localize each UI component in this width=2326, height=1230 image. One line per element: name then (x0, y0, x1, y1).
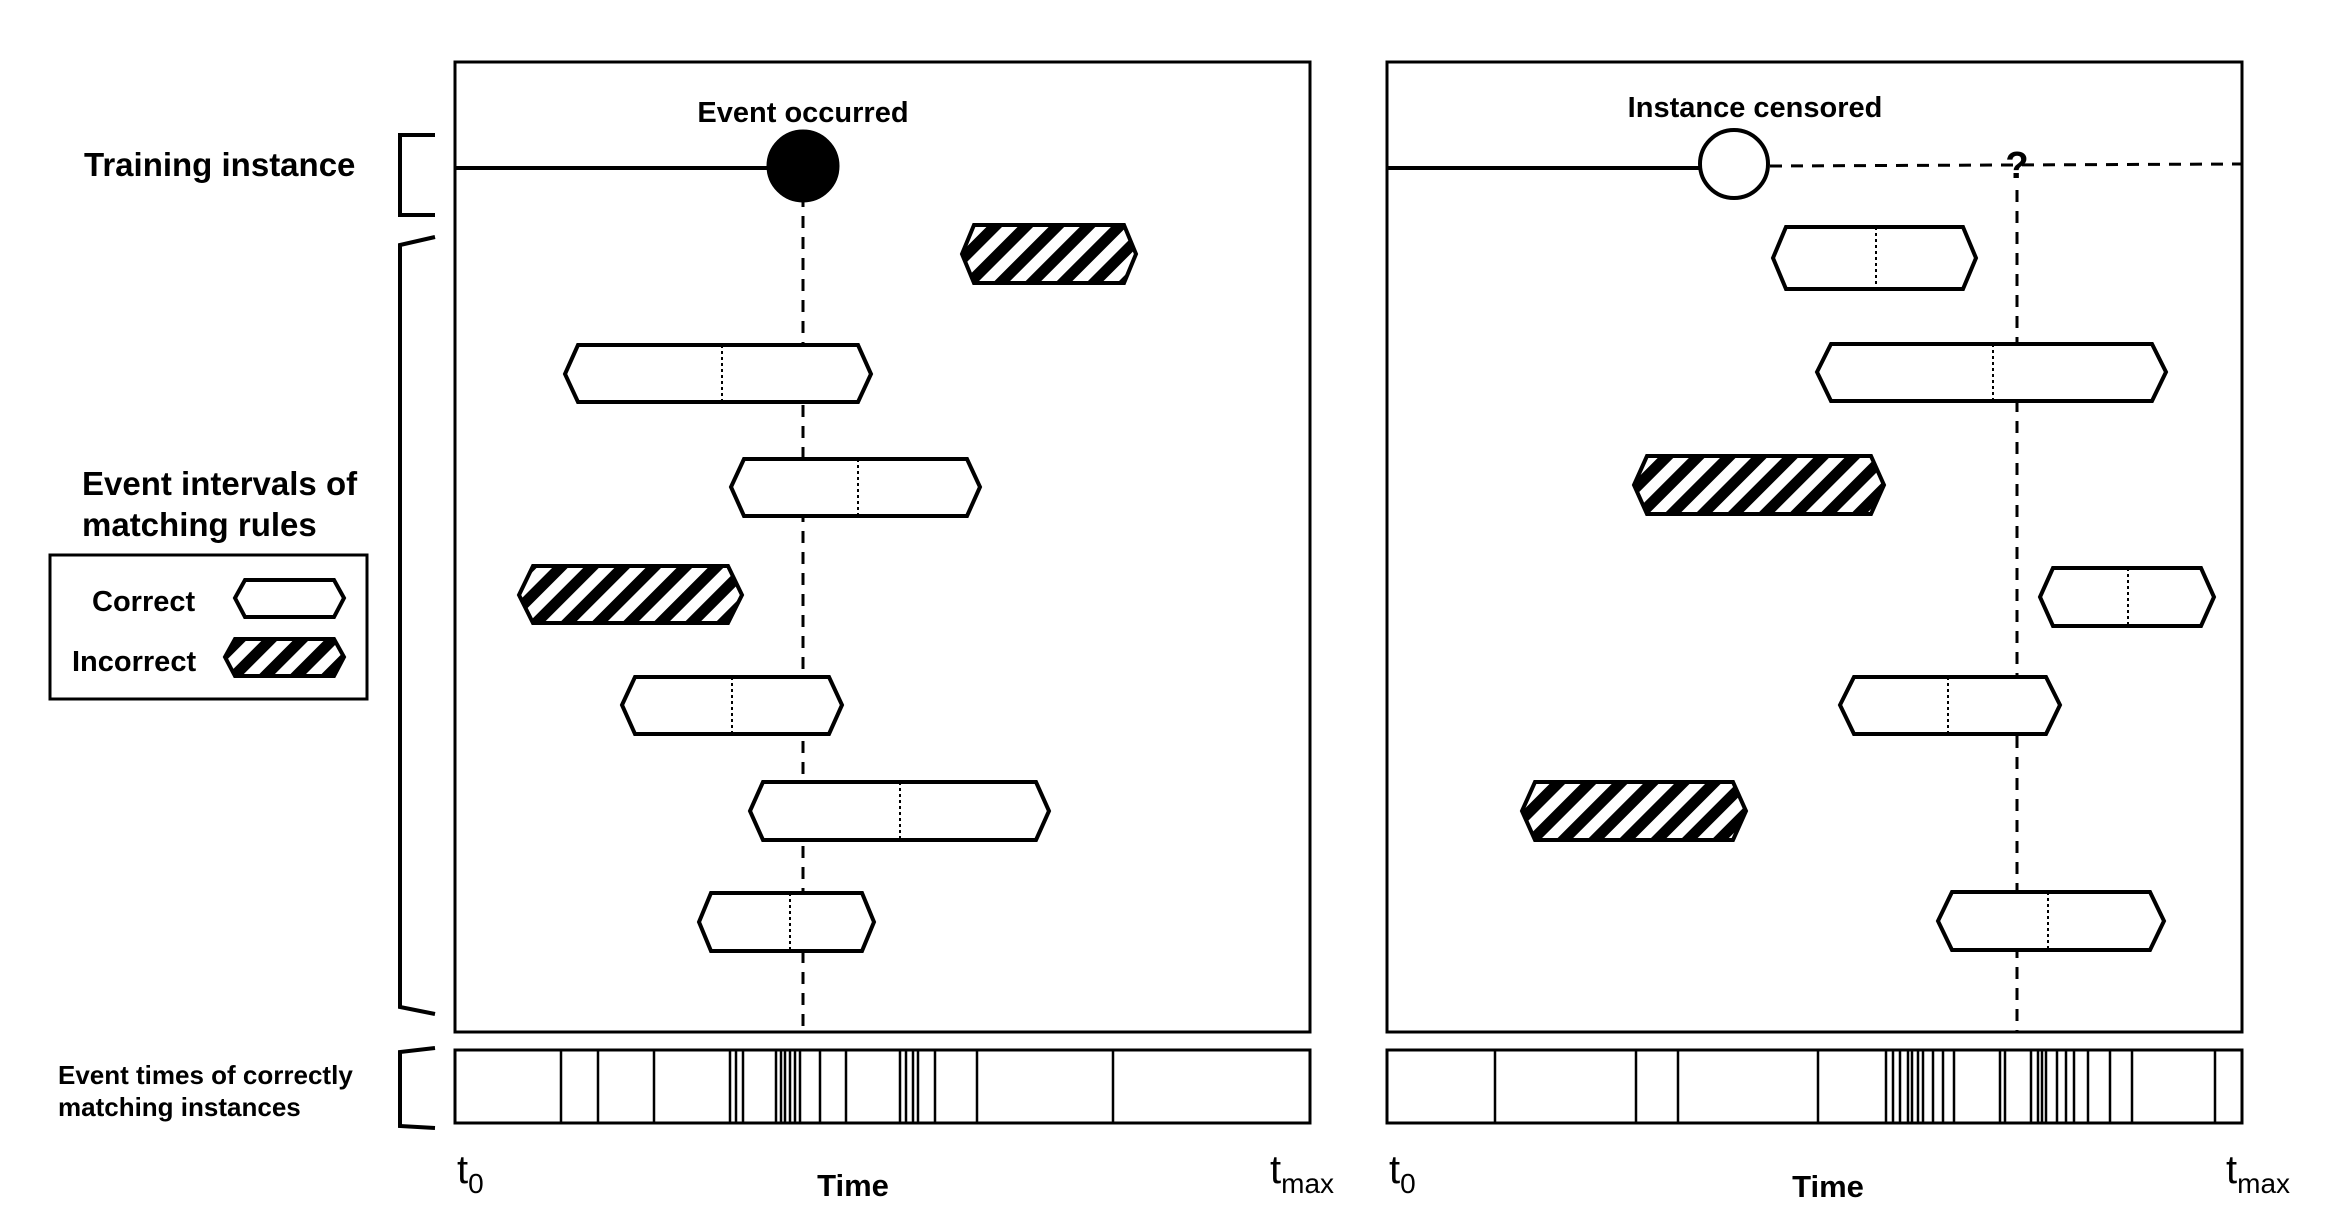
panel-right: Instance censored ? t0 Time tmax (1385, 60, 2290, 1204)
panel-left-frame (453, 60, 1312, 1034)
instance-censored-marker (1698, 128, 1770, 200)
event-times-strip-left (453, 1048, 1312, 1125)
event-times-label-line2: matching instances (58, 1092, 301, 1122)
time-axis-label-left: Time (817, 1168, 889, 1203)
interval-correct (1814, 342, 2169, 403)
interval-correct (747, 780, 1052, 842)
interval-correct (1935, 890, 2167, 952)
event-time-ticks-right (1493, 1050, 2217, 1123)
panel-left: Event occurred t0 Time tmax (453, 60, 1334, 1203)
event-occurred-marker (766, 129, 840, 203)
event-intervals-label-line2: matching rules (82, 506, 317, 543)
instance-censored-label: Instance censored (1628, 92, 1883, 124)
interval-correct (1770, 225, 1979, 291)
event-intervals-brace (398, 235, 436, 1016)
interval-incorrect (1631, 454, 1887, 516)
interval-correct (562, 343, 874, 404)
t0-label-left: t0 (457, 1148, 484, 1199)
unknown-event-question-mark: ? (2005, 145, 2028, 187)
interval-incorrect (516, 564, 745, 625)
event-intervals-label-line1: Event intervals of (82, 465, 358, 502)
interval-correct (619, 675, 845, 736)
interval-incorrect (959, 223, 1139, 285)
tmax-label-left: tmax (1270, 1148, 1334, 1199)
training-instance-label: Training instance (84, 146, 355, 183)
legend-incorrect-label: Incorrect (72, 646, 196, 678)
panel-right-frame (1385, 60, 2244, 1034)
interval-correct (2037, 566, 2217, 628)
time-axis-label-right: Time (1792, 1169, 1864, 1204)
legend-incorrect-swatch (222, 637, 347, 678)
interval-correct (728, 457, 983, 518)
event-time-ticks-left (559, 1050, 1115, 1123)
tmax-label-right: tmax (2226, 1148, 2290, 1199)
legend-correct-swatch (232, 578, 347, 619)
event-times-brace (398, 1046, 436, 1130)
event-times-label-line1: Event times of correctly (58, 1060, 353, 1090)
legend: Correct Incorrect (48, 553, 369, 701)
interval-correct (1837, 675, 2063, 736)
interval-correct (696, 891, 877, 953)
censored-dashed-extension (1769, 162, 2243, 168)
legend-correct-label: Correct (92, 586, 195, 618)
event-occurred-label: Event occurred (697, 97, 908, 129)
event-times-strip-right (1385, 1048, 2244, 1125)
training-instance-brace (398, 133, 435, 217)
interval-incorrect (1519, 780, 1749, 842)
t0-label-right: t0 (1389, 1148, 1416, 1199)
